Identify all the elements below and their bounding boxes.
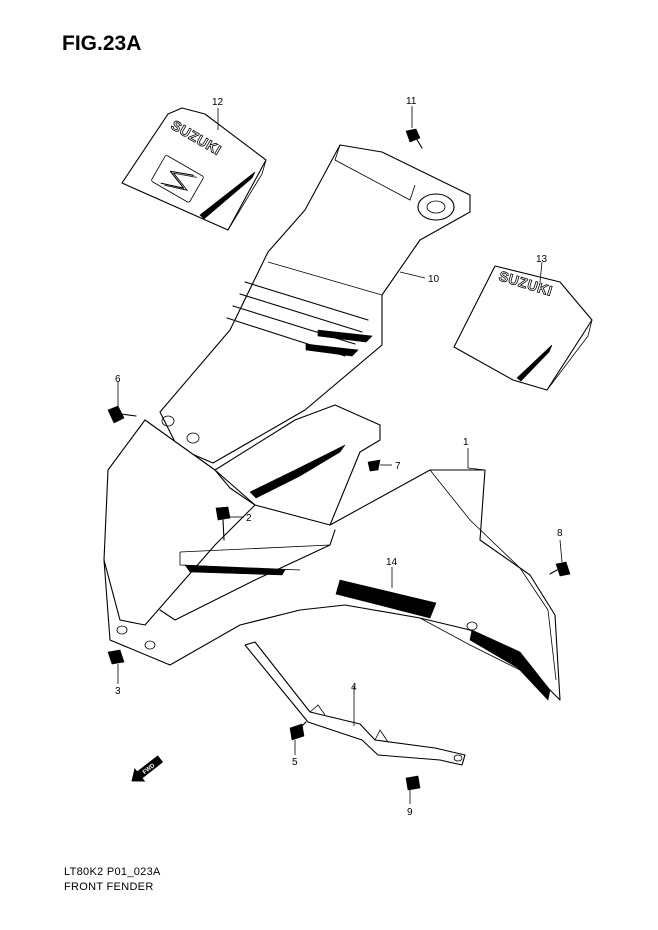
suzuki-s-logo-icon xyxy=(151,155,204,203)
callout-7: 7 xyxy=(395,461,401,472)
callout-6: 6 xyxy=(115,374,121,385)
decal-12: SUZUKI xyxy=(121,107,267,231)
nut-3-icon xyxy=(107,649,125,665)
callout-2: 2 xyxy=(246,513,252,524)
figure-name: FRONT FENDER xyxy=(64,881,154,893)
center-cover-10 xyxy=(159,144,471,464)
bolt-8-icon xyxy=(549,561,571,577)
callout-14: 14 xyxy=(386,557,398,568)
callout-8: 8 xyxy=(557,528,563,539)
fwd-arrow-icon: FWD xyxy=(131,755,164,782)
clip-7-icon xyxy=(367,459,381,472)
callout-5: 5 xyxy=(292,757,298,768)
figure-code: LT80K2 P01_023A xyxy=(64,866,161,878)
figure-title: FIG.23A xyxy=(62,32,142,55)
nut-9-icon xyxy=(405,775,421,791)
callout-13: 13 xyxy=(536,254,548,265)
front-fender-1 xyxy=(103,404,561,701)
bolt-11-icon xyxy=(405,128,423,149)
leader-lines xyxy=(117,106,563,804)
callout-12: 12 xyxy=(212,97,224,108)
callout-3: 3 xyxy=(115,686,121,697)
callout-9: 9 xyxy=(407,807,413,818)
callout-10: 10 xyxy=(428,274,440,285)
callout-11: 11 xyxy=(406,96,417,107)
decal-13: SUZUKI xyxy=(453,265,593,391)
bolt-6-icon xyxy=(107,405,137,424)
decal-14 xyxy=(335,579,437,619)
callout-1: 1 xyxy=(463,437,469,448)
fender-brace-4 xyxy=(244,641,466,766)
bolt-5-icon xyxy=(289,721,307,741)
callout-4: 4 xyxy=(351,682,357,693)
bolt-2-icon xyxy=(215,506,231,541)
